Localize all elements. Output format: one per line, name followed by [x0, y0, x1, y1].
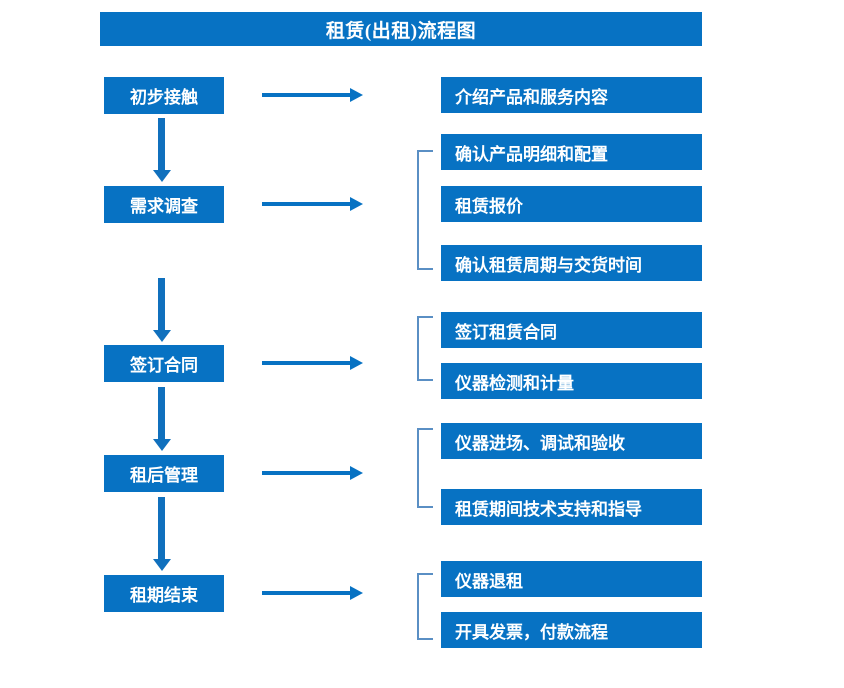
- horizontal-arrow-3: [262, 356, 363, 370]
- stage-box-3[interactable]: 签订合同: [104, 345, 224, 382]
- vertical-arrow-1: [152, 118, 172, 182]
- stage-box-2[interactable]: 需求调查: [104, 186, 224, 223]
- detail-box-6[interactable]: 仪器检测和计量: [441, 363, 702, 399]
- arrow-head-down-icon: [153, 330, 171, 342]
- detail-box-1[interactable]: 介绍产品和服务内容: [441, 77, 702, 113]
- group-bracket-contract: [417, 316, 433, 381]
- arrow-shaft: [158, 278, 165, 330]
- arrow-shaft: [262, 202, 352, 206]
- arrow-head-right-icon: [350, 586, 363, 600]
- detail-box-8[interactable]: 租赁期间技术支持和指导: [441, 489, 702, 525]
- horizontal-arrow-5: [262, 586, 363, 600]
- detail-box-7[interactable]: 仪器进场、调试和验收: [441, 423, 702, 459]
- arrow-shaft: [262, 93, 352, 97]
- detail-box-2[interactable]: 确认产品明细和配置: [441, 134, 702, 170]
- vertical-arrow-3: [152, 387, 172, 451]
- group-bracket-closing: [417, 573, 433, 640]
- stage-box-1[interactable]: 初步接触: [104, 77, 224, 114]
- horizontal-arrow-2: [262, 197, 363, 211]
- detail-box-3[interactable]: 租赁报价: [441, 186, 702, 222]
- arrow-shaft: [158, 387, 165, 439]
- stage-box-5[interactable]: 租期结束: [104, 575, 224, 612]
- arrow-head-down-icon: [153, 559, 171, 571]
- detail-box-10[interactable]: 开具发票，付款流程: [441, 612, 702, 648]
- arrow-head-right-icon: [350, 356, 363, 370]
- arrow-shaft: [262, 471, 352, 475]
- group-bracket-management: [417, 428, 433, 508]
- horizontal-arrow-1: [262, 88, 363, 102]
- arrow-head-right-icon: [350, 88, 363, 102]
- detail-box-9[interactable]: 仪器退租: [441, 561, 702, 597]
- detail-box-4[interactable]: 确认租赁周期与交货时间: [441, 245, 702, 281]
- arrow-head-down-icon: [153, 170, 171, 182]
- arrow-head-right-icon: [350, 197, 363, 211]
- stage-box-4[interactable]: 租后管理: [104, 455, 224, 492]
- arrow-shaft: [262, 361, 352, 365]
- page-title: 租赁(出租)流程图: [100, 12, 702, 46]
- vertical-arrow-2: [152, 278, 172, 342]
- horizontal-arrow-4: [262, 466, 363, 480]
- detail-box-5[interactable]: 签订租赁合同: [441, 312, 702, 348]
- arrow-shaft: [262, 591, 352, 595]
- group-bracket-requirements: [417, 150, 433, 270]
- vertical-arrow-4: [152, 497, 172, 571]
- arrow-head-down-icon: [153, 439, 171, 451]
- arrow-head-right-icon: [350, 466, 363, 480]
- arrow-shaft: [158, 118, 165, 170]
- arrow-shaft: [158, 497, 165, 559]
